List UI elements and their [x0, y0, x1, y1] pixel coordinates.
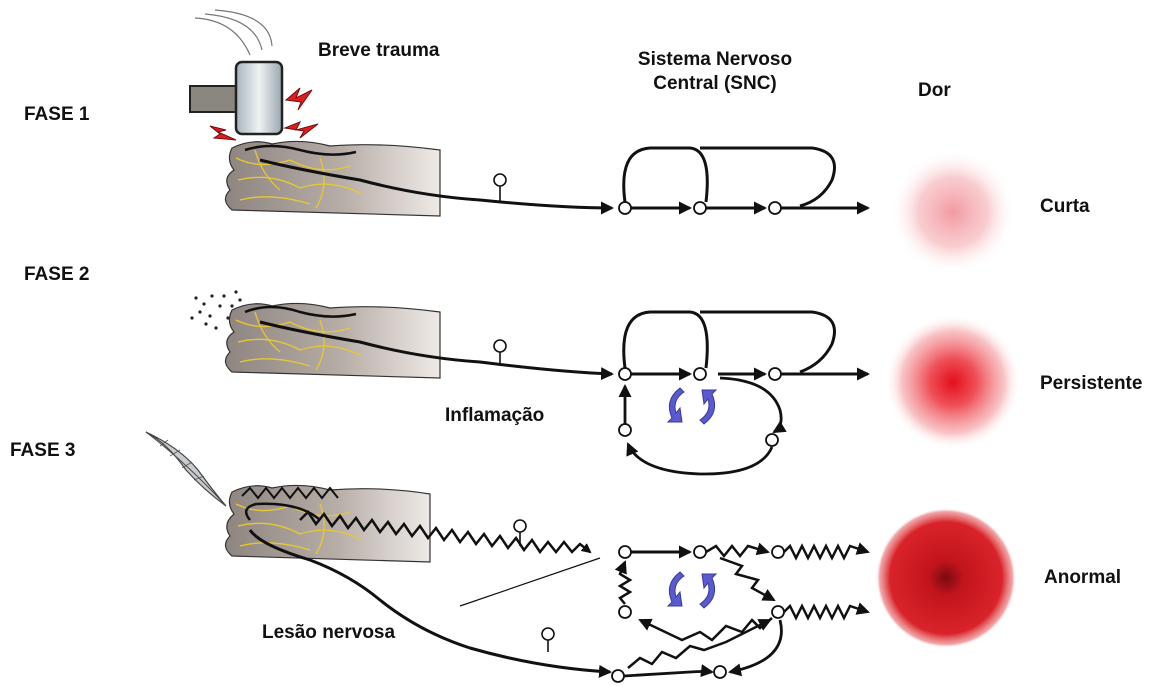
cycle-icon-2 [668, 572, 716, 608]
pain-spot-persistent [885, 314, 1021, 450]
phase-3-periphery [146, 432, 610, 672]
feather-icon [146, 432, 226, 506]
phase-1-cns [619, 148, 868, 214]
phase-2-periphery [190, 290, 612, 378]
phase-1-periphery [190, 10, 612, 216]
pain-spot-abnormal [876, 508, 1016, 648]
cycle-icon [668, 388, 716, 424]
phase-3-cns [612, 546, 868, 682]
hammer-icon [190, 62, 282, 134]
phase-2-cns [619, 312, 868, 474]
pain-spot-short [890, 149, 1016, 275]
skin-tissue [225, 141, 440, 216]
skin-tissue-2 [225, 303, 440, 378]
